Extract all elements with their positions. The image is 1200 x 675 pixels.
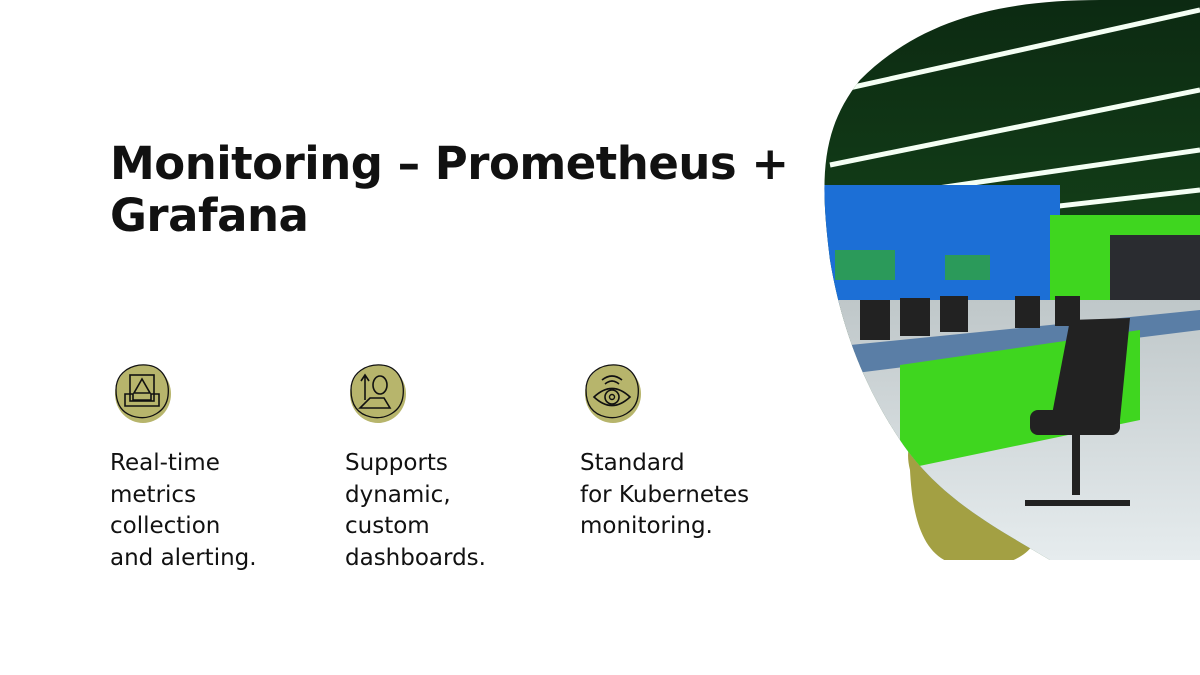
person-growth-icon	[345, 360, 409, 424]
feature-text: Real-time metrics collection and alertin…	[110, 450, 257, 571]
feature-text: Standard for Kubernetes monitoring.	[580, 450, 750, 539]
feature-text: Supports dynamic, custom dashboards.	[345, 450, 486, 571]
feature-kubernetes-standard: Standard for Kubernetes monitoring.	[580, 360, 790, 543]
alert-tray-icon	[110, 360, 174, 424]
eye-signal-icon	[580, 360, 644, 424]
control-room-photo	[824, 0, 1200, 560]
feature-realtime-metrics: Real-time metrics collection and alertin…	[110, 360, 320, 574]
slide-title: Monitoring – Prometheus + Grafana	[110, 137, 789, 242]
feature-custom-dashboards: Supports dynamic, custom dashboards.	[345, 360, 555, 574]
